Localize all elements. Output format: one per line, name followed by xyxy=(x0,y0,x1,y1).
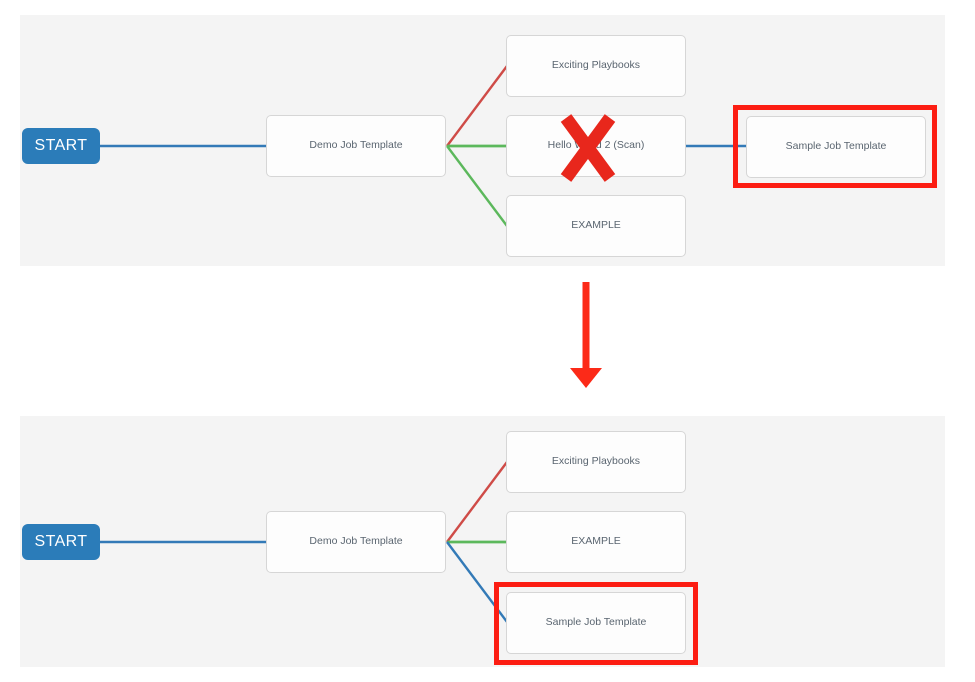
node-label: Demo Job Template xyxy=(309,535,403,548)
node-demo-job-template-after[interactable]: Demo Job Template xyxy=(266,511,446,573)
start-node-before[interactable]: START xyxy=(22,128,100,164)
node-label: Exciting Playbooks xyxy=(551,455,641,468)
node-exciting-playbooks-before[interactable]: Exciting Playbooks xyxy=(506,35,686,97)
node-sample-job-template-before[interactable]: Sample Job Template xyxy=(746,116,926,178)
transition-arrow-down-icon xyxy=(570,282,602,388)
node-label: Exciting Playbooks xyxy=(551,59,641,72)
node-label: EXAMPLE xyxy=(571,219,621,232)
highlight-rectangle-after xyxy=(494,582,698,665)
node-exciting-playbooks-after[interactable]: Exciting Playbooks xyxy=(506,431,686,493)
node-label: Demo Job Template xyxy=(309,139,403,152)
start-node-label: START xyxy=(34,137,88,154)
workflow-panel-after xyxy=(20,416,945,667)
delete-x-icon xyxy=(560,114,616,182)
start-node-label: START xyxy=(34,533,88,550)
node-example-before[interactable]: EXAMPLE xyxy=(506,195,686,257)
node-demo-job-template-before[interactable]: Demo Job Template xyxy=(266,115,446,177)
start-node-after[interactable]: START xyxy=(22,524,100,560)
node-example-after[interactable]: EXAMPLE xyxy=(506,511,686,573)
node-sample-job-template-after[interactable]: Sample Job Template xyxy=(506,592,686,654)
node-label: EXAMPLE xyxy=(571,535,621,548)
highlight-rectangle-before xyxy=(733,105,937,188)
node-label: Sample Job Template xyxy=(785,140,887,153)
node-label: Sample Job Template xyxy=(545,616,647,629)
